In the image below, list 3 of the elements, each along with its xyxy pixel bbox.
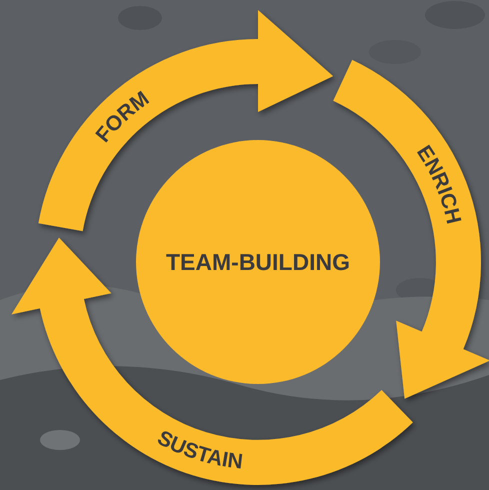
arrow-shape — [38, 10, 334, 232]
center-label: TEAM-BUILDING — [166, 249, 350, 275]
arrow-shape — [12, 238, 413, 485]
